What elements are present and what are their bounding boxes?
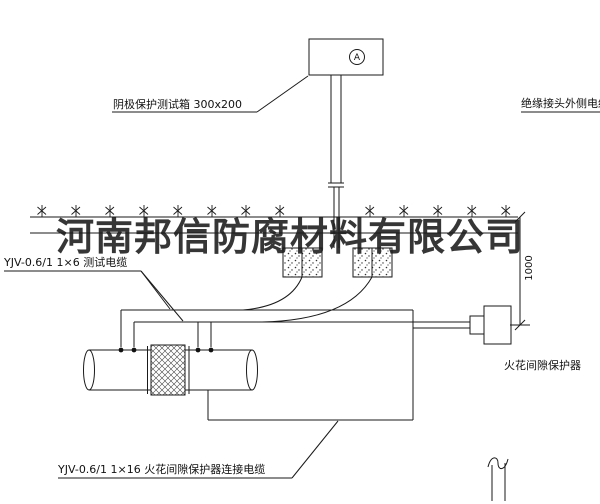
insulating-joint (147, 344, 190, 396)
label-spark-gap: 火花间隙保护器 (504, 358, 581, 372)
riser-conduit (328, 75, 344, 248)
label-test-box: 阴极保护测试箱 300x200 (113, 97, 242, 111)
label-outer-cable: 绝缘接头外侧电缆 (521, 96, 600, 110)
spark-gap-cable-run (207, 310, 470, 421)
label-connect-cable: YJV-0.6/1 1×16 火花间隙保护器连接电缆 (57, 462, 265, 476)
leader-lines (4, 75, 600, 479)
concrete-block-left (282, 247, 323, 278)
dimension-line (510, 211, 530, 331)
concrete-block-right (352, 247, 393, 278)
meter-symbol-circle (349, 49, 365, 65)
ammeter-letter: A (354, 53, 361, 63)
label-test-cable: YJV-0.6/1 1×6 测试电缆 (3, 256, 127, 269)
ground-surface-line (30, 216, 518, 234)
pipe-break-symbol (487, 457, 509, 501)
cable-terminals (118, 347, 214, 353)
test-cable-runs (120, 276, 470, 347)
dimension-text-1000: 1000 (524, 255, 535, 280)
ground-hatch-symbols (37, 204, 511, 218)
spark-gap-protector-device (469, 305, 512, 345)
test-box (308, 38, 384, 76)
